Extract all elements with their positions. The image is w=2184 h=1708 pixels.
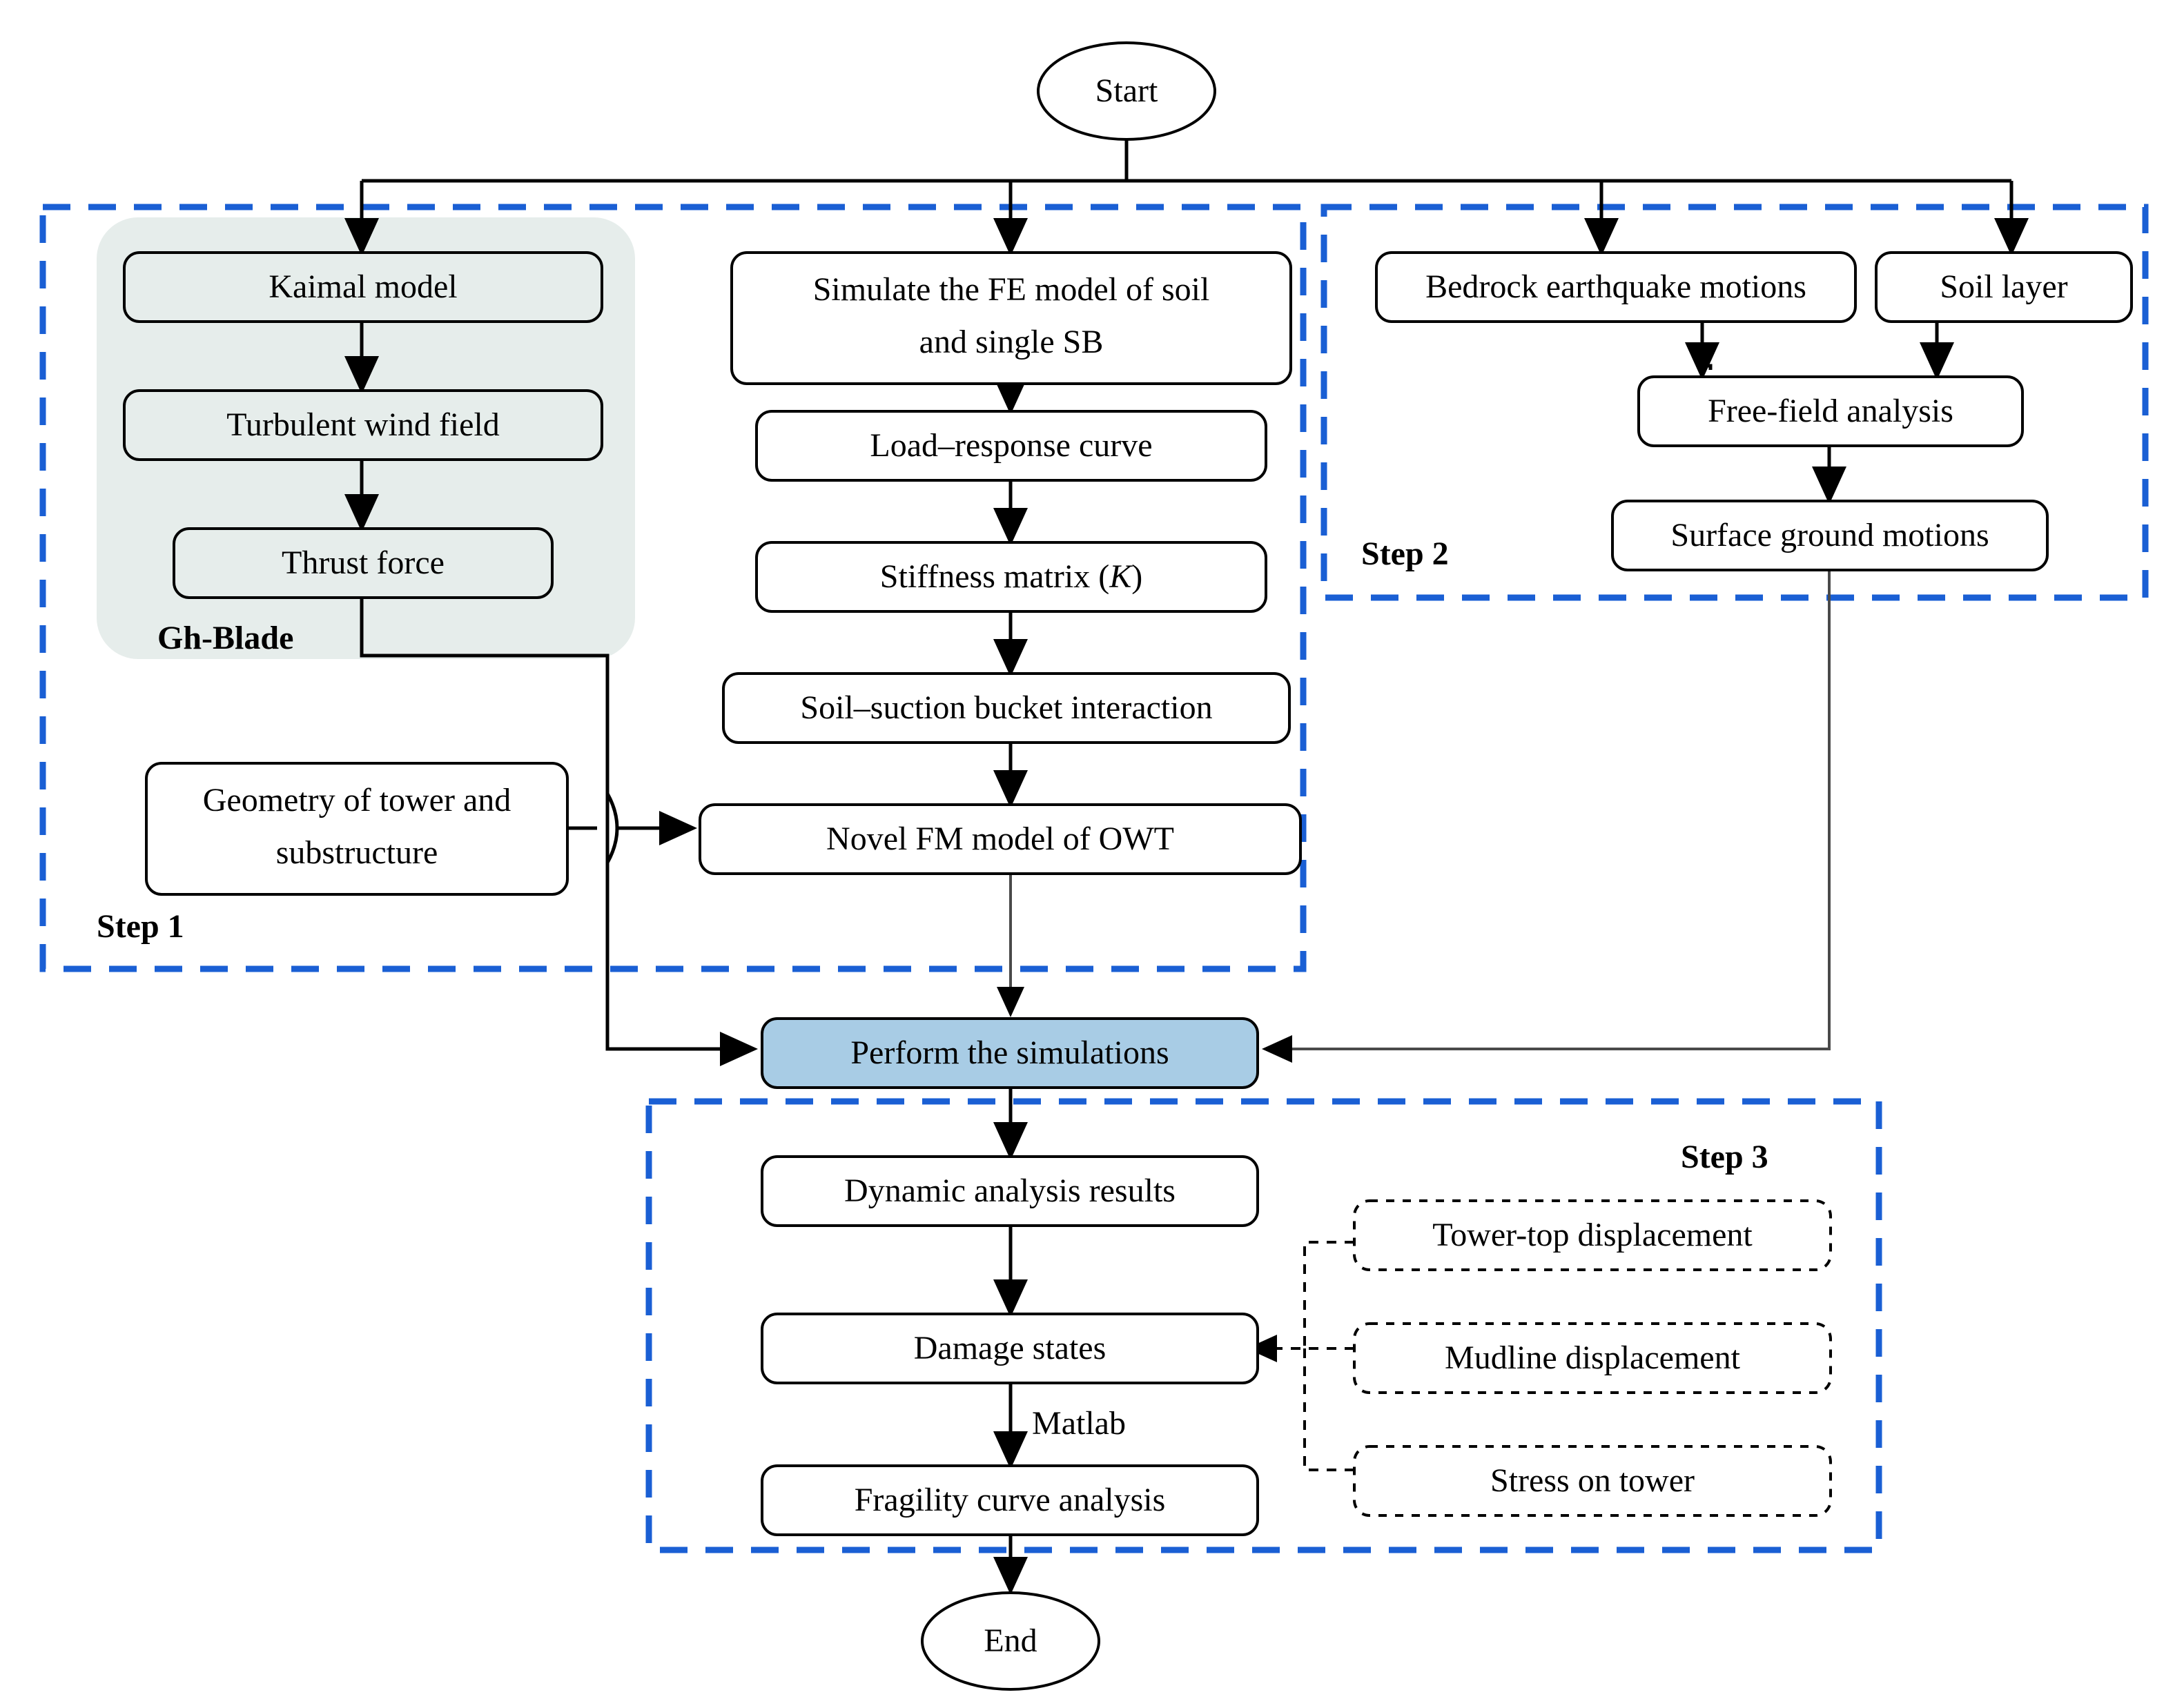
step2-label: Step 2 (1361, 536, 1449, 572)
node-perform-the-simulations (761, 1017, 1259, 1089)
node-stiffness-matrix-label-post: ) (1131, 558, 1142, 595)
node-free-field-analysis (1637, 375, 2024, 447)
step1-panel-border (39, 204, 1307, 972)
node-thrust-force (173, 527, 554, 599)
node-damage-states-label: Damage states (914, 1330, 1106, 1366)
node-soil-layer-label: Soil layer (1940, 268, 2067, 305)
end-label: End (984, 1622, 1037, 1659)
node-novel-fm-model (699, 803, 1302, 875)
node-soil-layer (1875, 251, 2133, 323)
node-soil-suction-bucket-interaction (722, 672, 1291, 744)
connector-towertop-to-bus (1303, 1241, 1354, 1348)
node-surface-ground-motions (1611, 500, 2049, 571)
node-damage-states (761, 1313, 1259, 1384)
gh-blade-label: Gh-Blade (157, 620, 293, 656)
node-geometry-tower (145, 762, 569, 896)
node-fragility-curve-analysis-label: Fragility curve analysis (855, 1482, 1166, 1518)
node-load-response-curve-label: Load–response curve (870, 427, 1152, 464)
node-stiffness-matrix-label: Stiffness matrix (K) (880, 558, 1142, 595)
node-turbulent-wind-field-label: Turbulent wind field (226, 406, 500, 443)
node-free-field-analysis-label: Free-field analysis (1708, 393, 1953, 429)
node-dynamic-analysis-results (761, 1155, 1259, 1227)
node-kaimal-model (123, 251, 603, 323)
node-load-response-curve (755, 410, 1267, 482)
node-surface-ground-motions-label: Surface ground motions (1670, 517, 1989, 553)
step3-panel-border (645, 1098, 1882, 1553)
start-terminator (1037, 41, 1216, 141)
node-simulate-fe-model (730, 251, 1292, 385)
node-bedrock-earthquake-motions (1375, 251, 1857, 323)
node-stress-on-tower-label: Stress on tower (1490, 1462, 1695, 1499)
edge-label-matlab: Matlab (1032, 1405, 1126, 1442)
node-mudline-displacement (1353, 1322, 1832, 1394)
node-stiffness-matrix-label-pre: Stiffness matrix ( (880, 558, 1109, 595)
step2-panel-border (1320, 204, 2149, 601)
node-tower-top-displacement (1353, 1199, 1832, 1271)
node-simulate-fe-model-label-line2: and single SB (919, 324, 1104, 360)
node-simulate-fe-model-label-line1: Simulate the FE model of soil (813, 271, 1210, 308)
connector-thrust-to-perform (360, 598, 758, 1066)
node-soil-suction-bucket-interaction-label: Soil–suction bucket interaction (800, 689, 1212, 726)
node-thrust-force-label: Thrust force (282, 544, 445, 581)
node-perform-the-simulations-label: Perform the simulations (850, 1034, 1169, 1071)
node-dynamic-analysis-results-label: Dynamic analysis results (844, 1172, 1176, 1209)
node-geometry-tower-label-line1: Geometry of tower and (203, 782, 511, 818)
step3-label: Step 3 (1681, 1139, 1768, 1175)
node-kaimal-model-label: Kaimal model (269, 268, 457, 305)
node-geometry-tower-label-line2: substructure (276, 834, 438, 871)
node-stiffness-matrix-label-symbol: K (1109, 558, 1133, 595)
end-terminator (921, 1591, 1100, 1691)
start-label: Start (1095, 72, 1158, 109)
connector-stress-to-bus (1303, 1348, 1354, 1471)
connector-surface-to-perform (1262, 570, 1831, 1063)
node-turbulent-wind-field (123, 389, 603, 461)
node-novel-fm-model-label: Novel FM model of OWT (826, 821, 1174, 857)
node-tower-top-displacement-label: Tower-top displacement (1432, 1217, 1753, 1253)
node-fragility-curve-analysis (761, 1464, 1259, 1536)
connector-geometry-jump (605, 792, 619, 864)
node-stress-on-tower (1353, 1445, 1832, 1517)
node-stiffness-matrix (755, 541, 1267, 613)
step1-label: Step 1 (97, 908, 184, 945)
node-bedrock-earthquake-motions-label: Bedrock earthquake motions (1425, 268, 1806, 305)
node-mudline-displacement-label: Mudline displacement (1445, 1339, 1741, 1376)
